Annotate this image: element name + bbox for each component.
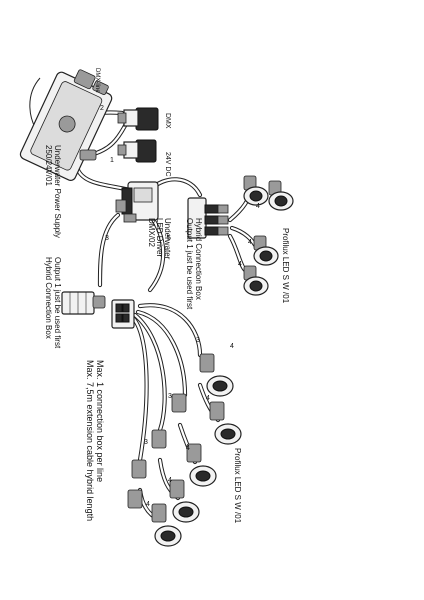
callout-4c: 4 [238,261,242,268]
callout-4f: 4 [168,477,172,484]
led-fixture [268,180,294,211]
callout-4g: 4 [146,501,150,508]
inline-plug-1 [79,149,97,161]
callout-3d: 3 [144,439,148,446]
led-fixtures-top [243,175,294,296]
led-bottom-label: Profilux LED S W /01 [233,448,242,524]
callout-2: 2 [100,105,104,112]
callout-4b: 4 [248,239,252,246]
hybrid-connection-box-lower [111,299,135,329]
labels: Underwater Power Supply 250/24V/01 DMX-l… [44,68,290,524]
callout-4a: 4 [256,203,260,210]
callout-4d: 4 [206,395,210,402]
led-fixture [169,479,200,523]
led-fixture [131,459,147,479]
hybrid-box-left-label: Hybrid Connection Box Output 1 just be u… [44,257,62,349]
led-fixtures-bottom [127,353,242,547]
dmx-connector [117,107,159,131]
led-fixture [186,443,217,487]
led-driver-label: Underwater LED Driver DMX/02 [147,218,172,262]
callout-3c: 3 [168,393,172,400]
led-fixture [171,393,187,413]
callout-4h: 4 [230,343,234,350]
notes: Max. 7,5m extension cable hybrid length … [85,360,105,524]
hybrid-connection-box-left [61,291,106,315]
dmx-label: DMX [164,113,171,129]
led-fixture [253,235,279,266]
callout-3a: 3 [105,235,109,242]
dc-connector [117,139,157,163]
callout-5: 5 [167,235,171,242]
led-fixture [199,353,234,397]
callout-4e: 4 [186,445,190,452]
dc-24v-label: 24V DC [164,152,171,177]
led-fixture [151,429,167,449]
led-fixture [243,265,269,296]
hybrid-connection-box-top [187,197,229,239]
dmx-line-label: DMX-line [94,68,100,93]
led-fixture [151,503,182,547]
cable-24v [75,167,133,193]
callout-1: 1 [110,157,114,164]
led-top-label: Profilux LED S W /01 [281,228,290,304]
callout-numbers: 1 2 3 5 4 4 4 3 3 3 4 4 4 4 4 [100,105,260,508]
underwater-led-driver [115,181,159,223]
power-supply-label: Underwater Power Supply 250/24V/01 [44,145,62,240]
callout-3b: 3 [196,337,200,344]
hybrid-box-top-label: Hybrid Connection Box Output 1 just be u… [185,218,203,310]
led-fixture [209,401,242,445]
led-fixture [243,175,269,206]
led-fixture [127,489,143,509]
underwater-power-supply [19,69,113,181]
